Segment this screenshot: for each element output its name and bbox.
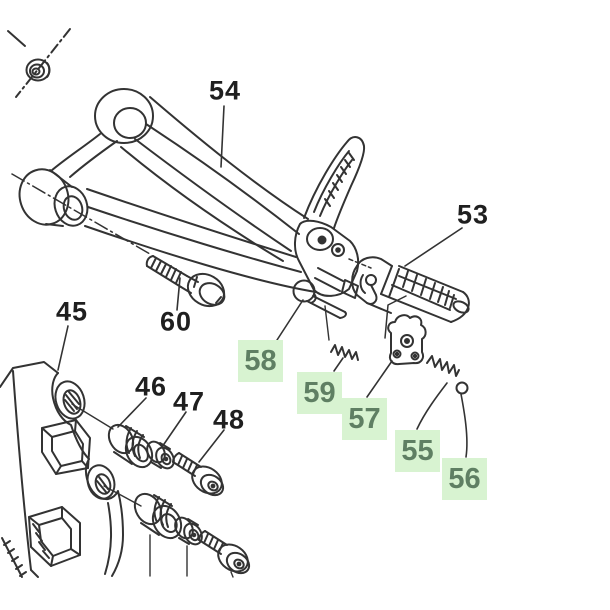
- collar-upper-illustration: [146, 440, 175, 470]
- flange-bolt-illustration: [145, 255, 226, 308]
- callout-leader-lines: [57, 105, 468, 578]
- collar-lower-illustration: [174, 516, 203, 546]
- footrest-bracket-arm-illustration: [18, 88, 372, 299]
- grommet-lower-illustration: [133, 492, 183, 540]
- part-callout-56-highlighted[interactable]: 56: [442, 458, 487, 500]
- socket-bolt-upper-illustration: [172, 452, 225, 497]
- part-callout-59-highlighted[interactable]: 59: [297, 372, 342, 414]
- spring-pin-illustration: [330, 344, 359, 361]
- footpeg-illustration: [351, 256, 470, 323]
- part-callout-47[interactable]: 47: [172, 386, 206, 417]
- part-callout-55-highlighted[interactable]: 55: [395, 430, 440, 472]
- ball-illustration: [455, 381, 469, 395]
- part-callout-45[interactable]: 45: [55, 296, 89, 327]
- part-callout-57-highlighted[interactable]: 57: [342, 398, 387, 440]
- socket-bolt-lower-illustration: [198, 530, 251, 575]
- part-callout-60[interactable]: 60: [159, 306, 193, 337]
- coil-spring-illustration: [426, 355, 460, 377]
- flange-nut-illustration: [25, 58, 51, 82]
- part-callout-46[interactable]: 46: [134, 371, 168, 402]
- stopper-plate-illustration: [384, 295, 427, 366]
- clevis-pin-illustration: [292, 279, 347, 341]
- part-callout-54[interactable]: 54: [208, 75, 242, 106]
- rear-bracket-illustration: [0, 361, 142, 578]
- part-callout-48[interactable]: 48: [212, 404, 246, 435]
- part-callout-58-highlighted[interactable]: 58: [238, 340, 283, 382]
- part-callout-53[interactable]: 53: [456, 199, 490, 230]
- grommet-upper-illustration: [107, 423, 154, 469]
